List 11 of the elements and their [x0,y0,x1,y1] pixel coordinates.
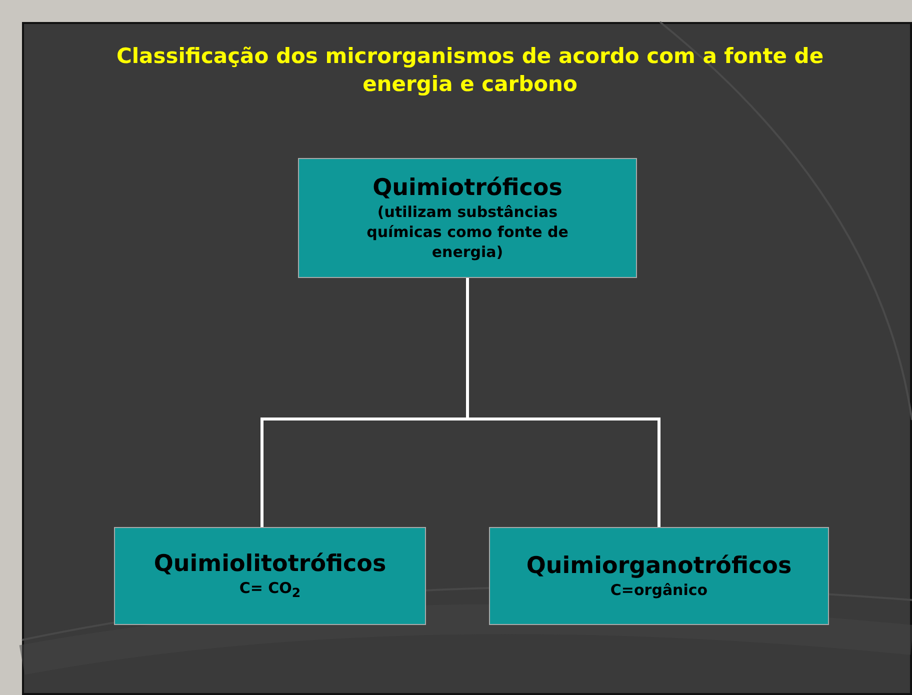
category-box [298,158,637,278]
category-description: C= CO$_{2}$ [239,578,301,602]
category-name: Quimiotróficos [372,174,562,202]
category-description: (utilizam substâncias químicas como fonte de energia) [366,202,570,262]
category-name: Quimiorganotróficos [526,552,792,580]
title: Classificação dos microrganismos de acordo com a fonte de energia e carbono [115,43,825,98]
category-name: Quimiolitotróficos [154,550,386,578]
category-description: C=orgânico [610,580,708,600]
category-box [114,527,426,625]
connector-line [466,278,660,527]
category-box [489,527,829,625]
